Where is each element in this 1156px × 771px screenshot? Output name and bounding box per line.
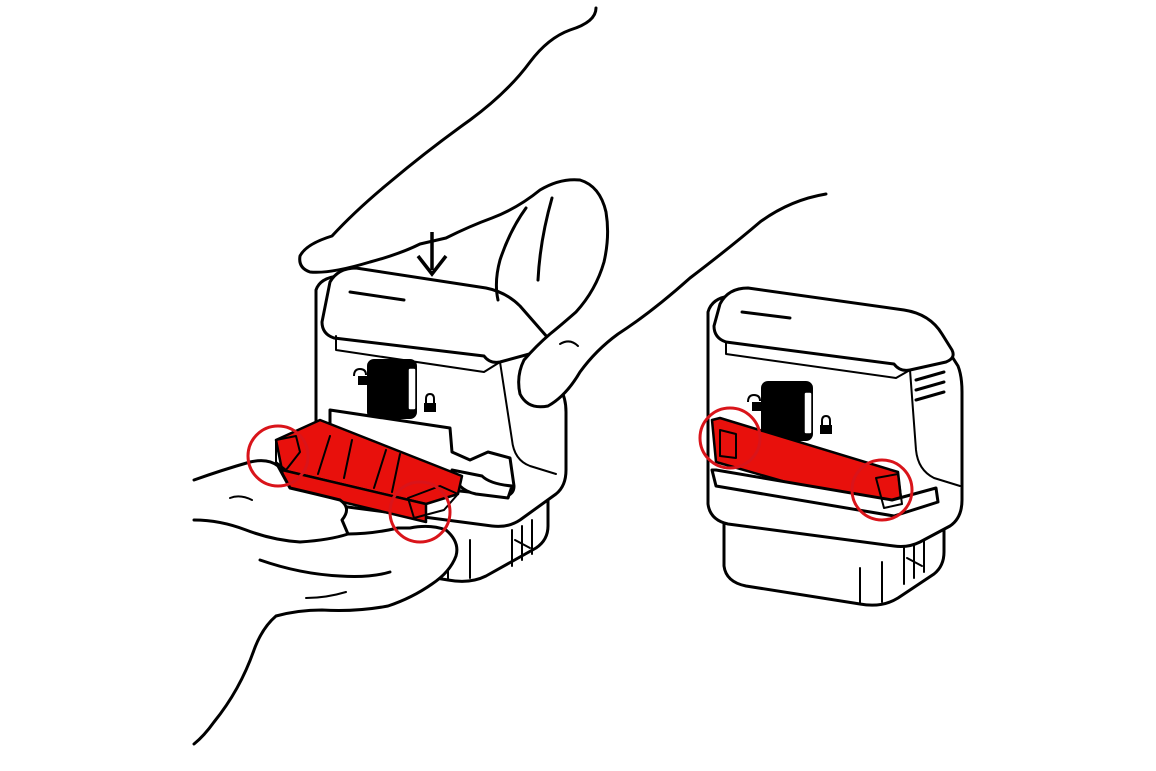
top-hand-thumb-crease — [494, 206, 528, 302]
right-ink-pad-clip-right — [875, 473, 903, 509]
highlight-circle-left-pad-clip — [246, 424, 310, 488]
left-stamp-lock-slider — [407, 367, 417, 411]
unlock-icon — [747, 393, 762, 411]
lock-icon — [820, 414, 832, 434]
right-stamp-lock-slider — [803, 391, 813, 435]
unlock-icon — [353, 367, 368, 385]
bottom-hand-finger-1 — [192, 518, 350, 544]
top-hand-finger-line — [536, 196, 554, 282]
highlight-circle-right-pad-clip — [388, 480, 452, 544]
right-stamp-rail — [903, 539, 925, 585]
left-stamp-side-edge — [499, 361, 557, 475]
top-hand-knuckle — [559, 340, 579, 347]
left-ink-pad-grip-right — [407, 485, 459, 519]
highlight-circles — [246, 406, 914, 544]
right-stamp-ledge — [710, 468, 940, 518]
bottom-hand-crease — [229, 495, 347, 599]
bottom-hand-finger-2 — [258, 558, 392, 578]
left-stamp-rail — [511, 519, 533, 567]
right-stamp-lid-slot — [740, 310, 792, 320]
top-hand — [298, 6, 828, 409]
left-stamp-lid-slot — [348, 290, 406, 302]
right-stamp-vents — [914, 370, 946, 402]
bottom-hand — [192, 459, 459, 746]
top-hand-palm — [298, 6, 828, 409]
highlight-circle-inserted-right-clip — [850, 458, 914, 522]
left-ink-pad-segments — [317, 435, 401, 493]
left-ink-pad-grip-left — [275, 435, 301, 471]
right-stamp-lid-ledge — [725, 341, 911, 379]
right-ink-pad-clip-left — [719, 429, 737, 459]
right-stamp — [706, 286, 964, 607]
arrow-down-icon — [416, 232, 448, 277]
right-stamp-base-edge — [859, 561, 883, 605]
lock-icon — [424, 392, 436, 412]
right-stamp-side-edge — [909, 369, 961, 487]
highlight-circle-inserted-left-clip — [698, 406, 762, 470]
right-stamp-lid — [712, 286, 955, 372]
bottom-hand-shape — [192, 459, 459, 746]
